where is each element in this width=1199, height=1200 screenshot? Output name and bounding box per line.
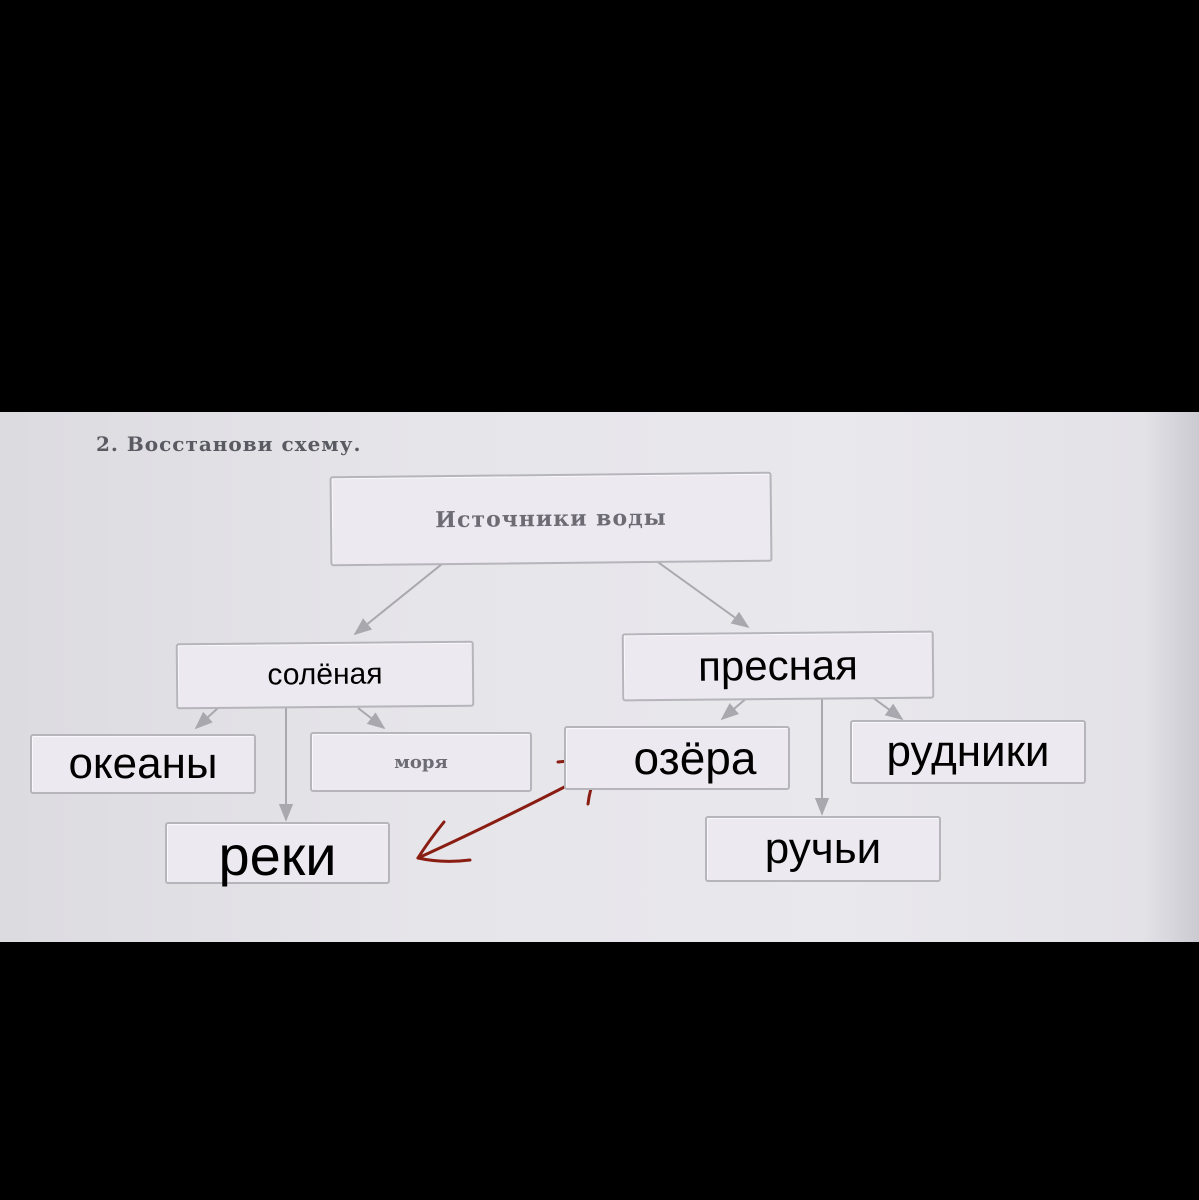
node-lakes-label: озёра xyxy=(633,732,757,784)
node-streams-label: ручьи xyxy=(764,824,882,873)
node-rivers-label: реки xyxy=(218,823,337,887)
node-mines-label: рудники xyxy=(886,727,1050,776)
task-title: 2. Восстанови схему. xyxy=(96,432,362,456)
node-root: Источники воды xyxy=(329,471,773,567)
page-edge-shadow xyxy=(1144,412,1199,942)
node-salt-label: солёная xyxy=(267,657,383,692)
arrow-salt-to-seas xyxy=(357,707,386,730)
node-seas: моря xyxy=(310,732,532,792)
arrow-fresh-to-lakes xyxy=(720,696,749,721)
node-root-label: Источники воды xyxy=(435,504,667,534)
workbook-page: 2. Восстанови схему. Источники воды xyxy=(0,412,1199,942)
node-lakes: озёра xyxy=(564,726,790,790)
node-fresh-label: пресная xyxy=(697,641,859,690)
node-salt: солёная xyxy=(175,640,475,710)
node-oceans-label: океаны xyxy=(68,739,218,788)
arrow-root-to-salt xyxy=(353,563,443,636)
node-rivers: реки xyxy=(165,822,390,887)
node-seas-label: моря xyxy=(394,751,448,773)
node-mines: рудники xyxy=(850,720,1086,784)
node-streams: ручьи xyxy=(705,816,941,882)
arrow-root-to-fresh xyxy=(654,559,750,629)
arrow-salt-to-oceans xyxy=(194,707,219,730)
node-fresh: пресная xyxy=(621,630,935,702)
arrow-fresh-to-mines xyxy=(871,696,904,721)
node-oceans: океаны xyxy=(30,734,256,794)
